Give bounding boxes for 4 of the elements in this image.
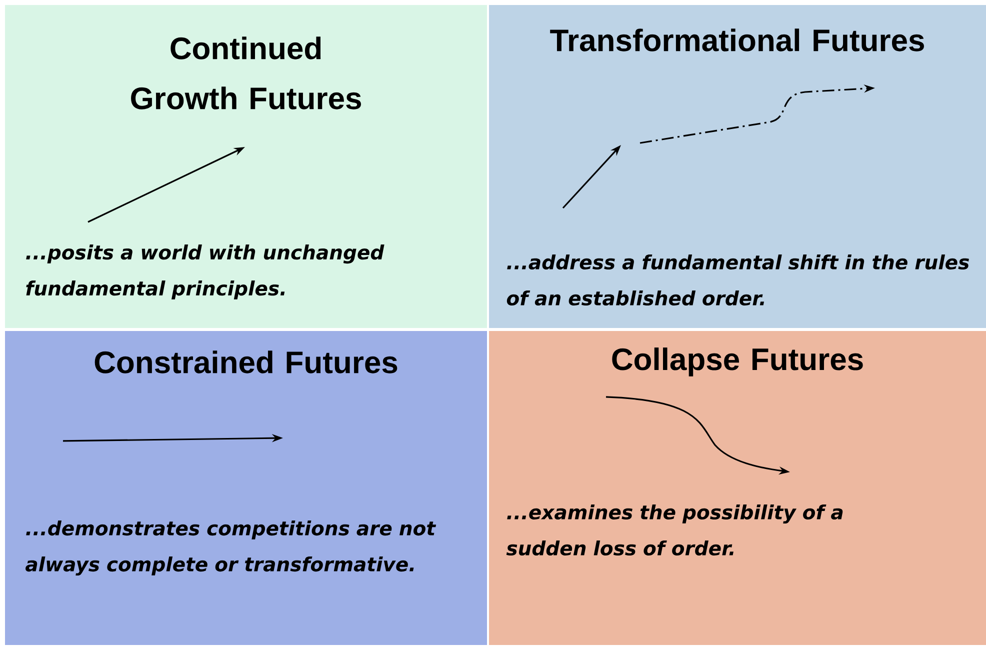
- quadrant-panel: Collapse Futures ...examines the possibility of a sudden loss of order.: [489, 331, 986, 645]
- quadrant-panel: Transformational Futures ...address a fundamental shift in the rules of an established order.: [489, 4, 986, 328]
- quadrant-panel: Constrained Futures ...demonstrates competitions are not always complete or transformative.: [5, 331, 487, 645]
- quadrant-panel: Continued Growth Futures ...posits a world with unchanged fundamental principles.: [5, 4, 487, 328]
